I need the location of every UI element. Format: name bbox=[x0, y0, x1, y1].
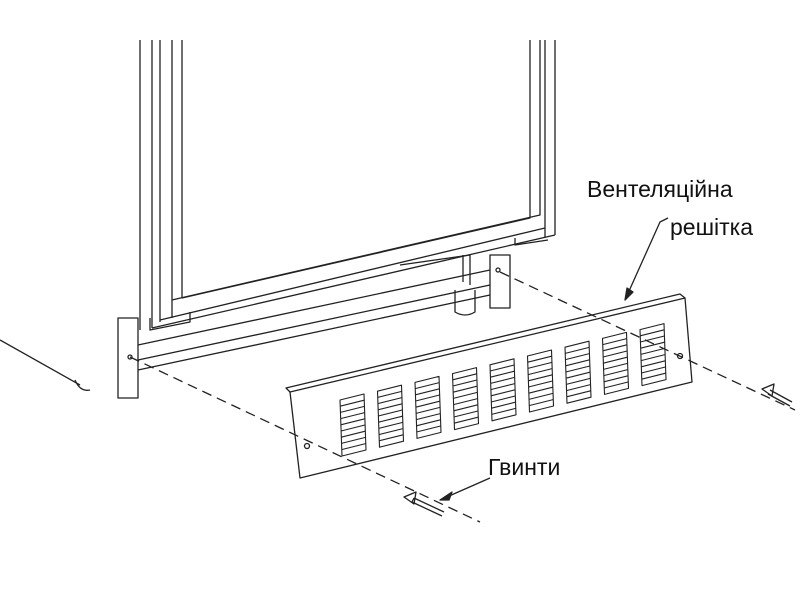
label-ventilation-grille-line1: Вентеляційна bbox=[587, 176, 733, 202]
dashed-axis-left bbox=[129, 356, 481, 523]
vent-slot-column bbox=[339, 393, 367, 457]
label-screws: Гвинти bbox=[488, 454, 561, 480]
vent-slot-column bbox=[526, 349, 555, 413]
vent-slot-column bbox=[601, 331, 630, 395]
screw-right bbox=[761, 383, 793, 407]
leader-grille bbox=[624, 217, 669, 301]
ventilation-grille bbox=[285, 293, 693, 479]
arrowhead bbox=[624, 287, 634, 301]
cabinet-base bbox=[117, 254, 511, 399]
label-ventilation-grille-line2: решітка bbox=[670, 214, 754, 240]
dashed-axis-right bbox=[499, 271, 796, 411]
floor-edge bbox=[0, 339, 91, 391]
vent-slot-column bbox=[489, 358, 517, 422]
screw-left bbox=[403, 491, 445, 517]
vent-slot-column bbox=[376, 384, 405, 448]
vent-slot-column bbox=[564, 340, 592, 404]
cabinet bbox=[139, 40, 556, 331]
vent-slot-column bbox=[639, 323, 667, 387]
arrowhead bbox=[439, 491, 453, 501]
vent-slot-column bbox=[451, 367, 480, 431]
vent-slot-column bbox=[414, 375, 442, 439]
